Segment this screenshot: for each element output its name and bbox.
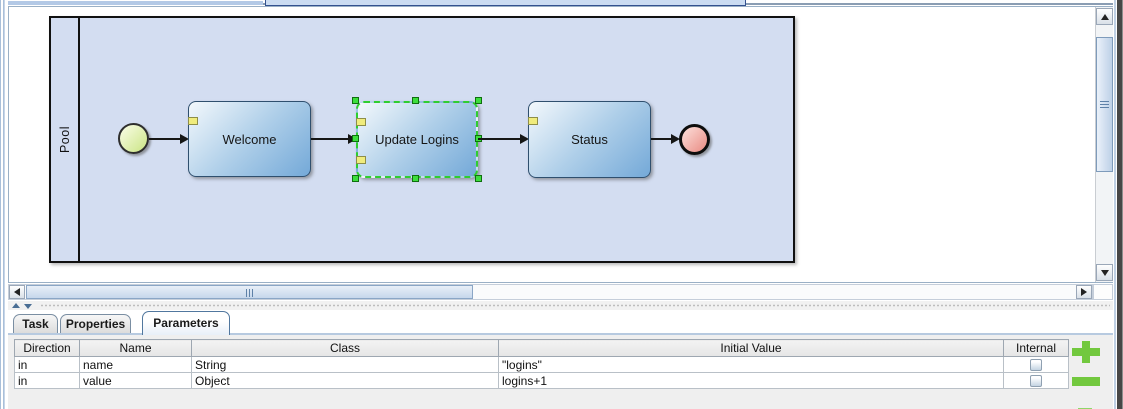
cell-name[interactable]: value [79,372,192,389]
window-right-edge [1113,0,1123,409]
selection-handle-w[interactable] [352,134,359,142]
cell-internal [1003,372,1069,389]
selection-handle-ne[interactable] [475,97,482,104]
table-header-row: Direction Name Class Initial Value Inter… [14,339,1069,357]
internal-checkbox[interactable] [1030,374,1042,387]
plus-icon [1072,341,1100,363]
collapse-down-icon[interactable] [24,304,32,309]
canvas-vertical-scrollbar[interactable] [1095,7,1113,282]
window-left-edge [0,0,8,409]
right-triangle-icon [1081,288,1087,296]
start-event-node[interactable] [118,123,149,154]
down-triangle-icon [1100,269,1109,276]
task-welcome[interactable]: Welcome [188,101,311,177]
task-label: Status [571,132,608,147]
column-header-name[interactable]: Name [79,339,192,357]
internal-checkbox[interactable] [1030,358,1042,371]
tab-properties[interactable]: Properties [60,314,131,333]
connection-port-icon[interactable] [188,117,198,125]
canvas-horizontal-scrollbar[interactable] [8,284,1093,300]
selection-handle-n[interactable] [412,97,419,104]
vertical-scrollbar-thumb[interactable] [1096,37,1113,172]
cell-initial-value[interactable]: "logins" [498,356,1004,373]
cell-initial-value[interactable]: logins+1 [498,372,1004,389]
scroll-right-button[interactable] [1076,285,1092,299]
flow-update-to-status[interactable] [478,134,529,144]
toolbar-sliver [8,1,263,5]
horizontal-scrollbar-thumb[interactable] [26,285,473,299]
column-header-direction[interactable]: Direction [14,339,80,357]
table-row[interactable]: in name String "logins" [14,356,1069,373]
remove-parameter-button[interactable] [1072,377,1100,386]
connection-port-icon[interactable] [528,117,538,125]
parameters-table: Direction Name Class Initial Value Inter… [14,339,1069,389]
connection-port-icon[interactable] [356,156,366,164]
selection-handle-se[interactable] [475,175,482,182]
split-pane-divider[interactable] [8,301,1113,310]
left-triangle-icon [14,288,20,296]
toolbar-sliver-highlight [265,0,746,6]
task-update-logins[interactable]: Update Logins [352,97,482,182]
table-row[interactable]: in value Object logins+1 [14,372,1069,389]
cell-name[interactable]: name [79,356,192,373]
flow-status-to-end[interactable] [651,134,680,144]
scrollbar-corner [1093,284,1113,300]
column-header-internal[interactable]: Internal [1003,339,1069,357]
task-label: Welcome [222,131,277,147]
divider-texture [40,304,1110,307]
cell-internal [1003,356,1069,373]
flow-welcome-to-update[interactable] [311,134,357,144]
tab-bar: Task Properties Parameters [8,310,1113,335]
pool-label: Pool [57,125,72,154]
flow-start-to-welcome[interactable] [149,134,189,144]
diagram-canvas[interactable]: Pool Welcome Update Logins Status [8,6,1113,283]
cell-direction[interactable]: in [14,372,80,389]
tab-task[interactable]: Task [13,314,58,333]
tab-parameters[interactable]: Parameters [142,311,230,335]
column-header-initial-value[interactable]: Initial Value [498,339,1004,357]
pool-lane[interactable]: Pool [51,18,80,261]
cell-direction[interactable]: in [14,356,80,373]
selection-handle-s[interactable] [412,175,419,182]
scroll-up-button[interactable] [1096,8,1113,25]
scroll-down-button[interactable] [1096,264,1113,281]
cell-class[interactable]: String [191,356,499,373]
task-status[interactable]: Status [528,101,651,178]
connection-port-icon[interactable] [356,118,366,126]
minus-icon [1072,377,1100,386]
task-label: Update Logins [375,132,459,147]
scroll-left-button[interactable] [9,285,25,299]
up-triangle-icon [1100,13,1109,20]
cell-class[interactable]: Object [191,372,499,389]
collapse-up-icon[interactable] [12,303,20,308]
add-parameter-button[interactable] [1072,341,1100,363]
end-event-node[interactable] [679,124,710,155]
parameters-panel: Direction Name Class Initial Value Inter… [8,333,1113,409]
column-header-class[interactable]: Class [191,339,499,357]
selection-handle-nw[interactable] [352,97,359,104]
selection-handle-sw[interactable] [352,175,359,182]
